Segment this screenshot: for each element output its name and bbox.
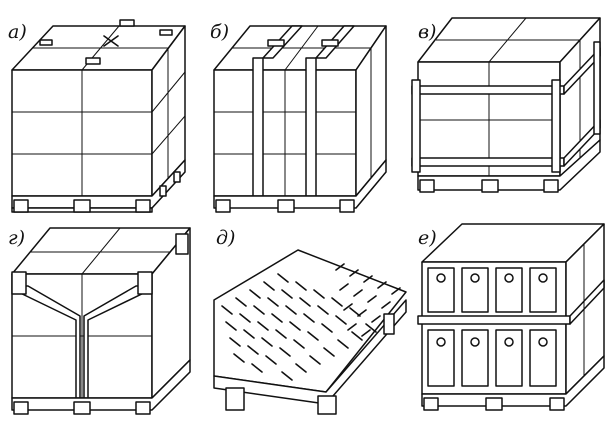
panel-e-parts-upper bbox=[427, 267, 557, 313]
panel-d-bricks bbox=[213, 249, 407, 393]
panel-e: е) bbox=[417, 223, 605, 411]
panel-g-stack bbox=[11, 227, 191, 399]
panel-d: д) bbox=[213, 227, 407, 415]
panel-a-pallet bbox=[11, 159, 186, 213]
panel-v-pallet bbox=[417, 139, 601, 193]
panel-b-pallet bbox=[213, 159, 387, 213]
panel-g-label: г) bbox=[8, 227, 25, 249]
panel-v: в) bbox=[411, 17, 601, 193]
panel-g: г) bbox=[8, 227, 191, 415]
panel-d-pallet bbox=[213, 299, 407, 415]
panel-v-label: в) bbox=[418, 21, 436, 43]
panel-a-stack bbox=[11, 19, 186, 197]
panel-d-label: д) bbox=[216, 227, 235, 249]
panel-e-pallet bbox=[421, 355, 605, 411]
panel-a: а) bbox=[8, 19, 186, 213]
panel-v-stack bbox=[411, 17, 601, 177]
panel-e-crate bbox=[417, 223, 605, 395]
panel-e-parts-lower bbox=[427, 329, 557, 387]
panel-b-label: б) bbox=[210, 21, 229, 43]
panel-b: б) bbox=[210, 21, 387, 213]
panel-b-stack bbox=[213, 25, 387, 197]
panel-a-label: а) bbox=[8, 21, 27, 43]
panel-g-pallet bbox=[11, 359, 191, 415]
panel-e-label: е) bbox=[418, 227, 437, 249]
